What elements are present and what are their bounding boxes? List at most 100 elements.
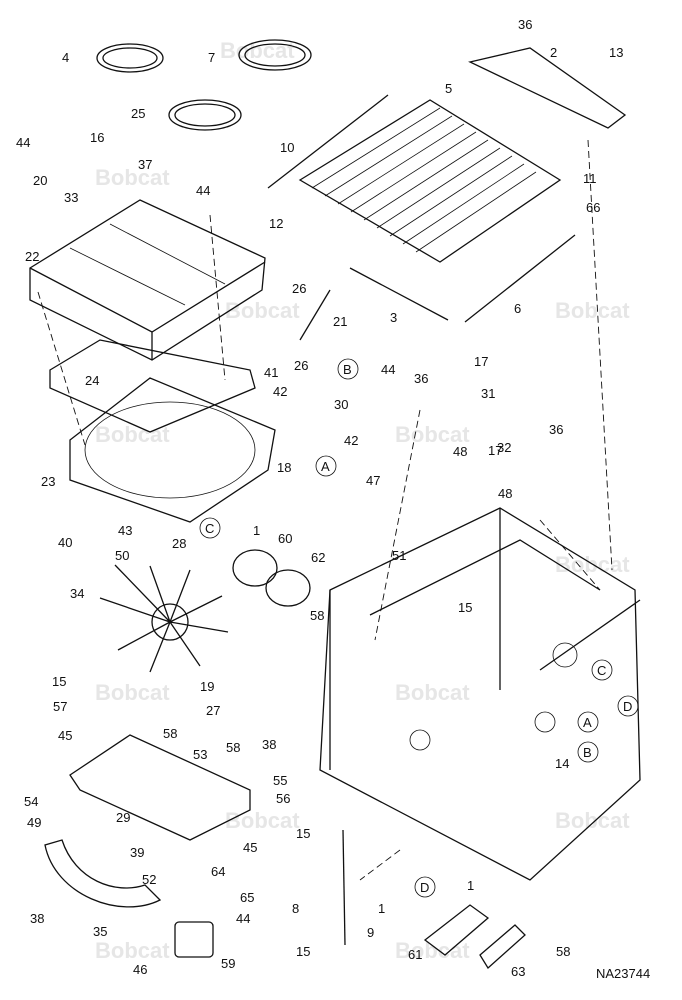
reference-label: A: [583, 715, 592, 730]
watermark-layer: Bobcat Bobcat Bobcat Bobcat Bobcat Bobca…: [95, 38, 630, 963]
watermark: Bobcat: [395, 680, 470, 705]
reference-marker: [199, 517, 221, 539]
pump: [174, 921, 214, 958]
part-label: 58: [310, 608, 324, 623]
part-label: 30: [334, 397, 348, 412]
watermark: Bobcat: [225, 808, 300, 833]
watermark: Bobcat: [555, 808, 630, 833]
dashed-line: [209, 214, 226, 381]
part-label: 10: [280, 140, 294, 155]
reference-marker: [414, 876, 436, 898]
part-label: 15: [52, 674, 66, 689]
part-label: 28: [172, 536, 186, 551]
reference-label: B: [343, 362, 352, 377]
reference-label: A: [321, 459, 330, 474]
part-label: 9: [367, 925, 374, 940]
reference-label: D: [420, 880, 429, 895]
watermark: Bobcat: [95, 422, 170, 447]
part-label: 50: [115, 548, 129, 563]
part-label: 48: [453, 444, 467, 459]
part-label: 36: [518, 17, 532, 32]
fan: [99, 564, 229, 673]
ring: [265, 569, 311, 607]
part-label: 15: [296, 826, 310, 841]
part-label: 51: [392, 548, 406, 563]
reference-label: C: [597, 663, 606, 678]
part-label: 44: [381, 362, 395, 377]
part-label: 1: [378, 901, 385, 916]
part-label: 41: [264, 365, 278, 380]
reference-marker: [617, 695, 639, 717]
part-label: 29: [116, 810, 130, 825]
part-label: 23: [41, 474, 55, 489]
part-label: 55: [273, 773, 287, 788]
cooler-core: [298, 99, 562, 263]
part-label: 21: [333, 314, 347, 329]
watermark: Bobcat: [95, 680, 170, 705]
ring: [232, 549, 278, 587]
watermark: Bobcat: [555, 298, 630, 323]
cover: [423, 904, 490, 956]
part-label: 27: [206, 703, 220, 718]
part-label: 66: [586, 200, 600, 215]
part-label: 26: [294, 358, 308, 373]
part-label: 26: [292, 281, 306, 296]
part-label: 7: [208, 50, 215, 65]
fan-guard: [44, 839, 162, 908]
part-label: 43: [118, 523, 132, 538]
part-label: 36: [414, 371, 428, 386]
watermark: Bobcat: [395, 422, 470, 447]
gas-spring: [299, 289, 331, 341]
part-label: 58: [226, 740, 240, 755]
part-label: 63: [511, 964, 525, 979]
part-label: 64: [211, 864, 225, 879]
part-label: 8: [292, 901, 299, 916]
part-label: 4: [62, 50, 69, 65]
part-label: 61: [408, 947, 422, 962]
part-label: 2: [550, 45, 557, 60]
part-label: 49: [27, 815, 41, 830]
part-label: 35: [93, 924, 107, 939]
part-label: 40: [58, 535, 72, 550]
dashed-line: [587, 139, 613, 571]
part-label: 65: [240, 890, 254, 905]
part-label: 17: [488, 443, 502, 458]
main-frame: [319, 507, 641, 881]
part-label: 22: [25, 249, 39, 264]
part-label: 44: [16, 135, 30, 150]
radiator: [29, 199, 266, 361]
part-label: 58: [556, 944, 570, 959]
part-labels: 1 1 1 2 3 4 5 6 7 8 9 10 11 12 13 14 15 …: [16, 17, 623, 979]
part-label: 53: [193, 747, 207, 762]
part-label: 15: [296, 944, 310, 959]
part-label: 60: [278, 531, 292, 546]
reference-label: C: [205, 521, 214, 536]
reference-label: B: [583, 745, 592, 760]
part-label: 45: [243, 840, 257, 855]
part-label: 13: [609, 45, 623, 60]
part-label: 57: [53, 699, 67, 714]
belt: [479, 924, 526, 970]
part-label: 14: [555, 756, 569, 771]
part-label: 42: [344, 433, 358, 448]
part-label: 46: [133, 962, 147, 977]
part-label: 1: [467, 878, 474, 893]
part-label: 18: [277, 460, 291, 475]
part-label: 32: [497, 440, 511, 455]
rod: [342, 829, 346, 946]
part-label: 12: [269, 216, 283, 231]
reference-marker: [577, 711, 599, 733]
seal-strip: [464, 234, 576, 323]
reference-marker: [315, 455, 337, 477]
part-label: 37: [138, 157, 152, 172]
part-label: 16: [90, 130, 104, 145]
part-label: 5: [445, 81, 452, 96]
reference-marker: [577, 741, 599, 763]
part-label: 59: [221, 956, 235, 971]
part-label: 44: [236, 911, 250, 926]
part-label: 3: [390, 310, 397, 325]
dashed-line: [359, 849, 401, 881]
seal-strip: [267, 94, 389, 189]
part-label: 20: [33, 173, 47, 188]
